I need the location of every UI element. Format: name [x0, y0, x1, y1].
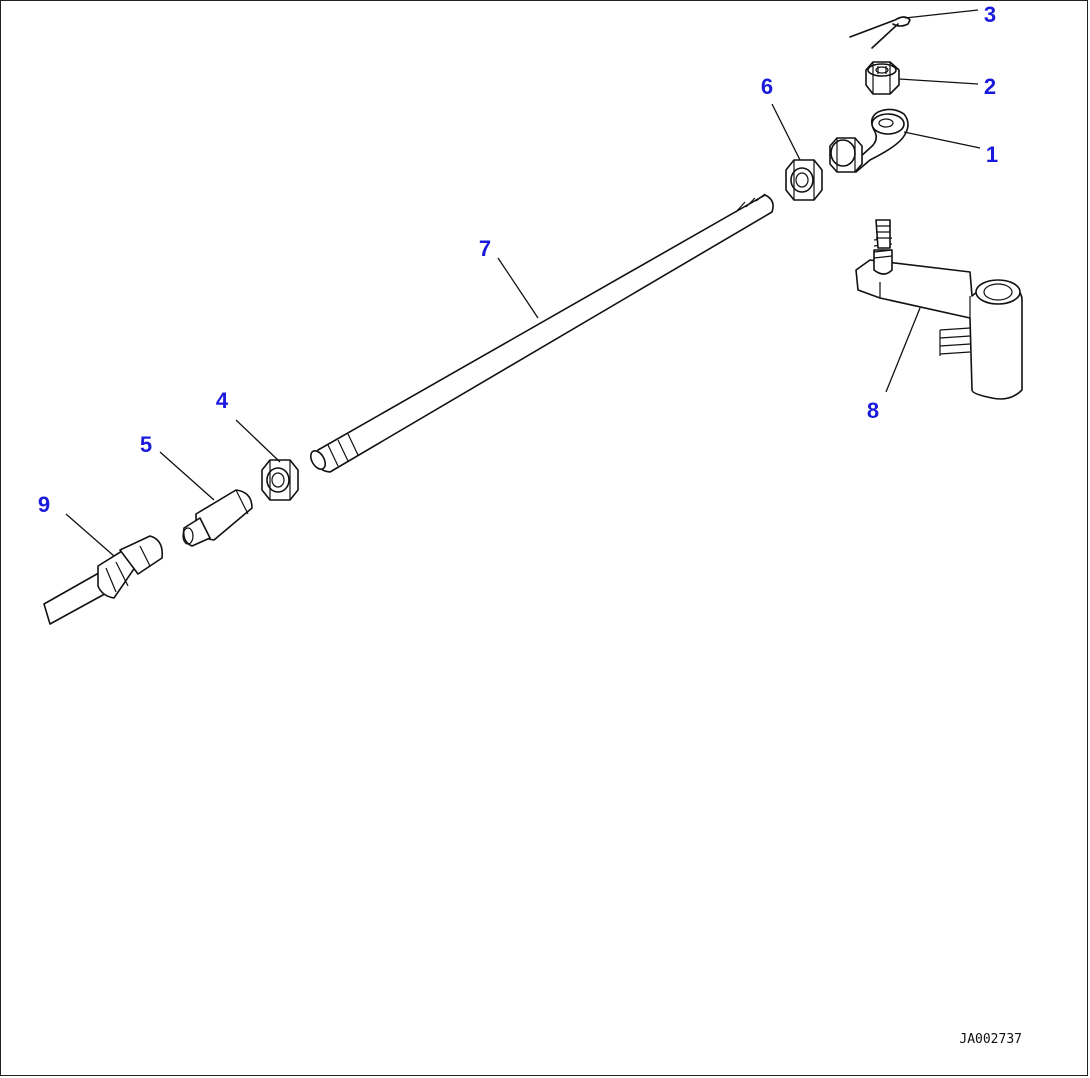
callout-2: 2	[984, 74, 996, 99]
callout-1: 1	[986, 142, 998, 167]
callout-9: 9	[38, 492, 50, 517]
callout-5: 5	[140, 432, 152, 457]
part-2-castle-nut	[865, 61, 979, 95]
part-1-rod-end	[829, 108, 981, 173]
callout-8: 8	[867, 398, 879, 423]
part-7-threaded-rod	[309, 193, 774, 473]
callout-4: 4	[216, 388, 229, 413]
part-3-cotter-pin	[849, 9, 979, 49]
part-8-lever-arm	[855, 219, 1023, 400]
callout-7: 7	[479, 236, 491, 261]
part-9-cable-sleeve	[43, 513, 164, 625]
part-4-nut	[235, 419, 299, 501]
part-6-nut	[771, 103, 823, 201]
drawing-code: JA002737	[959, 1032, 1022, 1047]
part-5-adapter	[159, 451, 253, 547]
callout-6: 6	[761, 74, 773, 99]
callout-3: 3	[984, 2, 996, 27]
